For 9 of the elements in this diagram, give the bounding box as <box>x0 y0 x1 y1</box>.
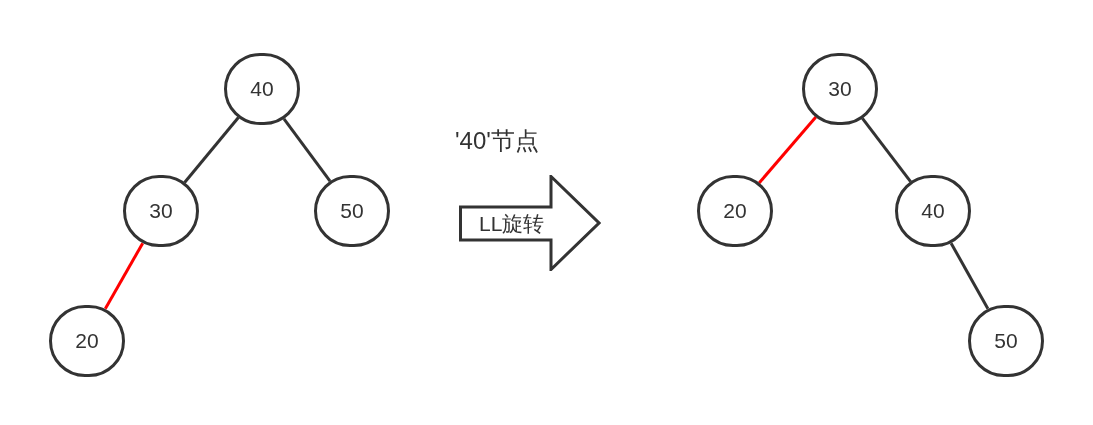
tree-edge <box>282 117 332 183</box>
rotation-caption: '40'节点 <box>455 126 539 156</box>
highlighted-edge <box>758 116 817 184</box>
tree-edge <box>183 116 240 184</box>
tree-edge <box>949 242 990 310</box>
highlighted-edge <box>104 242 144 310</box>
block-arrow <box>459 175 601 271</box>
tree-edge <box>861 117 912 183</box>
arrow-label: LL旋转 <box>479 211 545 237</box>
